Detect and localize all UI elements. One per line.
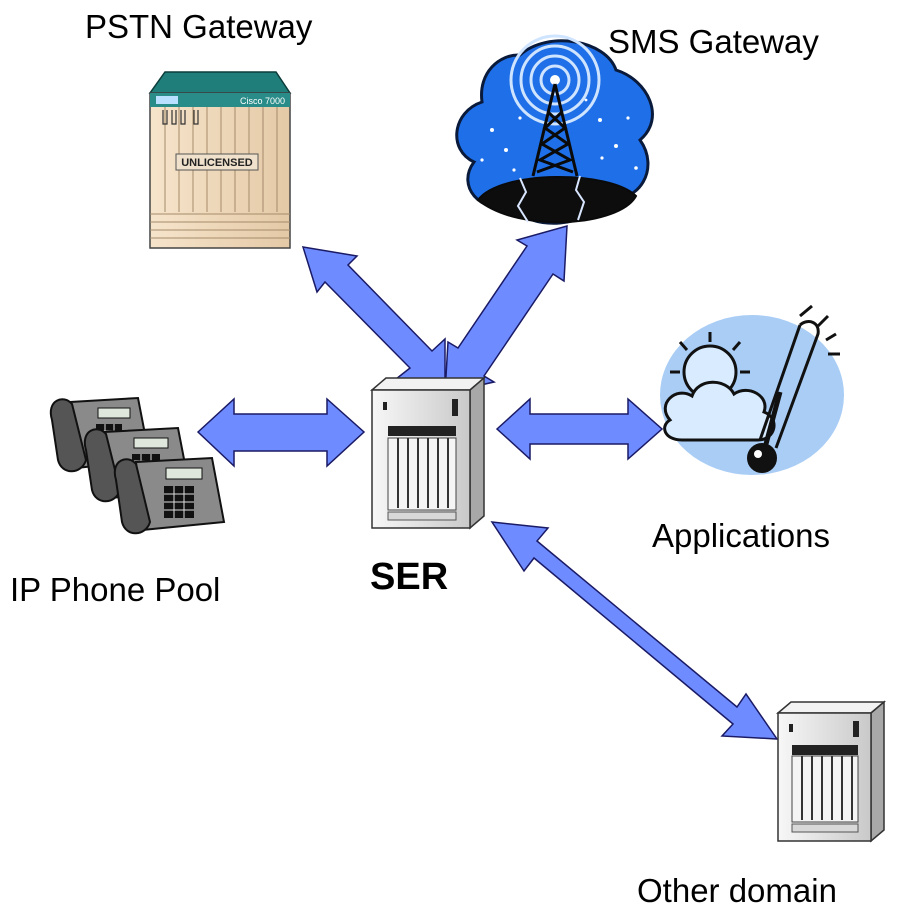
ip-phone-pool-label: IP Phone Pool bbox=[10, 571, 221, 608]
router-icon: Cisco 7000 UNLICENSED bbox=[148, 71, 292, 249]
ip-phone-icon bbox=[49, 396, 226, 535]
radio-tower-icon bbox=[455, 34, 654, 225]
arrow-shape bbox=[444, 224, 568, 394]
ip-phone-icon bbox=[113, 456, 226, 535]
arrow-ser-phones bbox=[196, 397, 366, 468]
router-brand-label: Cisco 7000 bbox=[240, 96, 285, 106]
sms-gateway-label: SMS Gateway bbox=[608, 23, 819, 60]
router-sticker-label: UNLICENSED bbox=[181, 157, 253, 169]
arrow-ser-sms bbox=[444, 224, 568, 394]
arrow-shape bbox=[490, 521, 779, 740]
thermometer-icon bbox=[747, 304, 840, 473]
arrow-ser-pstn bbox=[301, 246, 446, 391]
weather-icon bbox=[660, 304, 844, 475]
other-domain-label: Other domain bbox=[637, 872, 837, 909]
arrow-shape bbox=[301, 246, 446, 391]
arrow-ser-other bbox=[490, 521, 779, 740]
server-icon bbox=[775, 700, 887, 843]
arrow-shape bbox=[196, 397, 366, 468]
ser-label: SER bbox=[370, 556, 449, 598]
applications-label: Applications bbox=[652, 517, 830, 554]
server-icon bbox=[369, 376, 487, 530]
pstn-gateway-label: PSTN Gateway bbox=[85, 8, 313, 45]
arrow-ser-apps bbox=[495, 397, 664, 461]
arrow-shape bbox=[495, 397, 664, 461]
